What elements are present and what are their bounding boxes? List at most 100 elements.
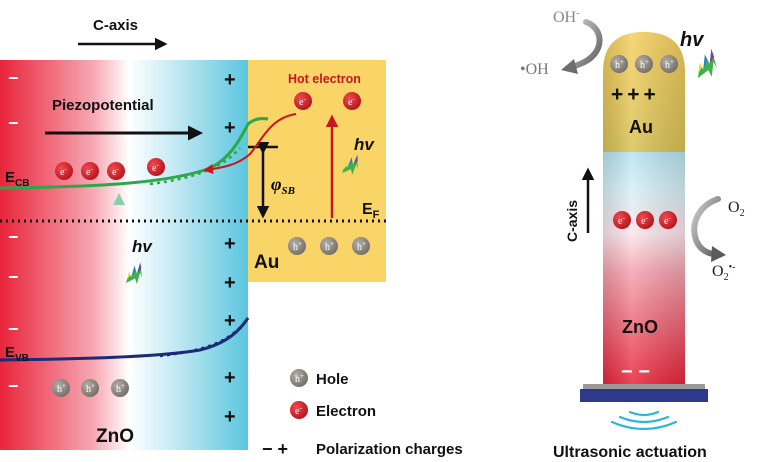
svg-text:h+: h+ — [86, 382, 95, 395]
svg-text:h+: h+ — [116, 382, 125, 395]
evb-label: EVB — [5, 344, 29, 364]
substrate-plate — [583, 384, 705, 389]
oh-oxidation-arrow — [567, 19, 603, 71]
cb-electrons: e- e- e- e- — [55, 158, 165, 180]
positive-charge-sign: + — [224, 272, 236, 294]
negative-charge-sign: − — [8, 319, 19, 339]
svg-text:h+: h+ — [293, 240, 302, 253]
svg-text:e-: e- — [641, 214, 648, 227]
legend-hole-label: Hole — [316, 371, 349, 388]
negative-charge-sign: − — [8, 68, 19, 88]
vb-holes: h+ h+ h+ — [52, 379, 129, 397]
excitation-arrowhead — [113, 193, 125, 205]
negative-charge-sign: − — [8, 227, 19, 247]
svg-text:e-: e- — [295, 404, 302, 417]
legend: h+ Hole e- Electron − + Polarization cha… — [262, 369, 463, 459]
hole: h+ — [81, 379, 99, 397]
o2-reduction-arrowhead — [711, 246, 726, 262]
svg-text:e-: e- — [112, 165, 119, 178]
hole: h+ — [111, 379, 129, 397]
legend-polarization-symbols: − + — [262, 439, 288, 459]
zno-label-band: ZnO — [96, 426, 134, 447]
c-axis-label: C-axis — [93, 17, 138, 34]
rod-electrons: e- e- e- — [613, 211, 677, 229]
legend-electron-label: Electron — [316, 403, 376, 420]
c-axis-label-rod: C-axis — [564, 200, 580, 242]
zno-label-rod: ZnO — [622, 317, 658, 337]
legend-polarization-label: Polarization charges — [316, 441, 463, 458]
svg-text:h+: h+ — [640, 58, 649, 71]
svg-text:h+: h+ — [665, 58, 674, 71]
svg-text:e-: e- — [664, 214, 671, 227]
hole: h+ — [352, 237, 370, 255]
superoxide-label: O2•- — [712, 262, 735, 283]
oh-oxidation-arrowhead — [561, 59, 578, 74]
au-cap-holes: h+ h+ h+ — [610, 55, 678, 73]
band-diagram-panel: C-axis Piezopotential − − − − − − + + + … — [0, 17, 386, 450]
light-bolt-icon — [690, 48, 726, 85]
negative-charge-sign: − — [8, 267, 19, 287]
svg-text:e-: e- — [618, 214, 625, 227]
svg-text:h+: h+ — [57, 382, 66, 395]
negative-charge-sign: − — [8, 113, 19, 133]
piezopotential-label: Piezopotential — [52, 97, 154, 114]
svg-text:e-: e- — [152, 161, 159, 174]
electron: e- — [147, 158, 165, 176]
electron: e- — [81, 162, 99, 180]
oh-radical-label: •OH — [520, 61, 549, 78]
positive-polarization-charges: + + + + + + + — [224, 69, 236, 428]
svg-text:e-: e- — [299, 95, 306, 108]
legend-electron-icon: e- — [290, 401, 308, 419]
electron: e- — [636, 211, 654, 229]
ultrasonic-actuation-label: Ultrasonic actuation — [553, 444, 707, 461]
ecb-label: ECB — [5, 169, 29, 189]
hole: h+ — [660, 55, 678, 73]
positive-charge-sign: + — [224, 117, 236, 139]
hot-electron: e- — [343, 92, 361, 110]
valence-band-dotted — [159, 317, 250, 358]
hot-electron-label: Hot electron — [288, 72, 361, 86]
negative-surface-charges: − − — [621, 361, 650, 383]
hot-electron: e- — [294, 92, 312, 110]
positive-surface-charges: +++ — [611, 83, 660, 106]
conduction-band-dotted — [149, 147, 241, 186]
electron: e- — [659, 211, 677, 229]
hole: h+ — [635, 55, 653, 73]
positive-charge-sign: + — [224, 310, 236, 332]
svg-text:h+: h+ — [295, 372, 304, 385]
au-label-band: Au — [254, 252, 279, 273]
ef-label: EF — [362, 201, 380, 221]
svg-text:h+: h+ — [615, 58, 624, 71]
svg-text:h+: h+ — [325, 240, 334, 253]
hole: h+ — [288, 237, 306, 255]
phi-sb-label: φSB — [271, 174, 295, 197]
positive-charge-sign: + — [224, 69, 236, 91]
hv-label-rod: hv — [680, 29, 705, 51]
ultrasonic-waves — [610, 410, 678, 431]
legend-hole-icon: h+ — [290, 369, 308, 387]
hot-electron-injection-path — [203, 113, 297, 175]
hole: h+ — [610, 55, 628, 73]
svg-text:e-: e- — [348, 95, 355, 108]
svg-text:h+: h+ — [357, 240, 366, 253]
electron: e- — [613, 211, 631, 229]
negative-charge-sign: − — [8, 376, 19, 396]
svg-text:e-: e- — [60, 165, 67, 178]
au-label-rod: Au — [629, 117, 653, 137]
positive-charge-sign: + — [224, 233, 236, 255]
svg-text:e-: e- — [86, 165, 93, 178]
positive-charge-sign: + — [224, 406, 236, 428]
electron: e- — [107, 162, 125, 180]
negative-polarization-charges: − − − − − − — [8, 68, 19, 396]
hv-label-zno: hv — [132, 237, 153, 256]
hole: h+ — [52, 379, 70, 397]
au-holes: h+ h+ h+ — [288, 237, 370, 255]
ultrasonic-transducer — [580, 389, 708, 402]
positive-charge-sign: + — [224, 367, 236, 389]
o2-reduction-arrow — [691, 196, 721, 257]
hole: h+ — [320, 237, 338, 255]
electron: e- — [55, 162, 73, 180]
nanorod-panel: h+ h+ h+ +++ Au e- e- — [520, 8, 745, 461]
o2-label: O2 — [728, 199, 745, 219]
